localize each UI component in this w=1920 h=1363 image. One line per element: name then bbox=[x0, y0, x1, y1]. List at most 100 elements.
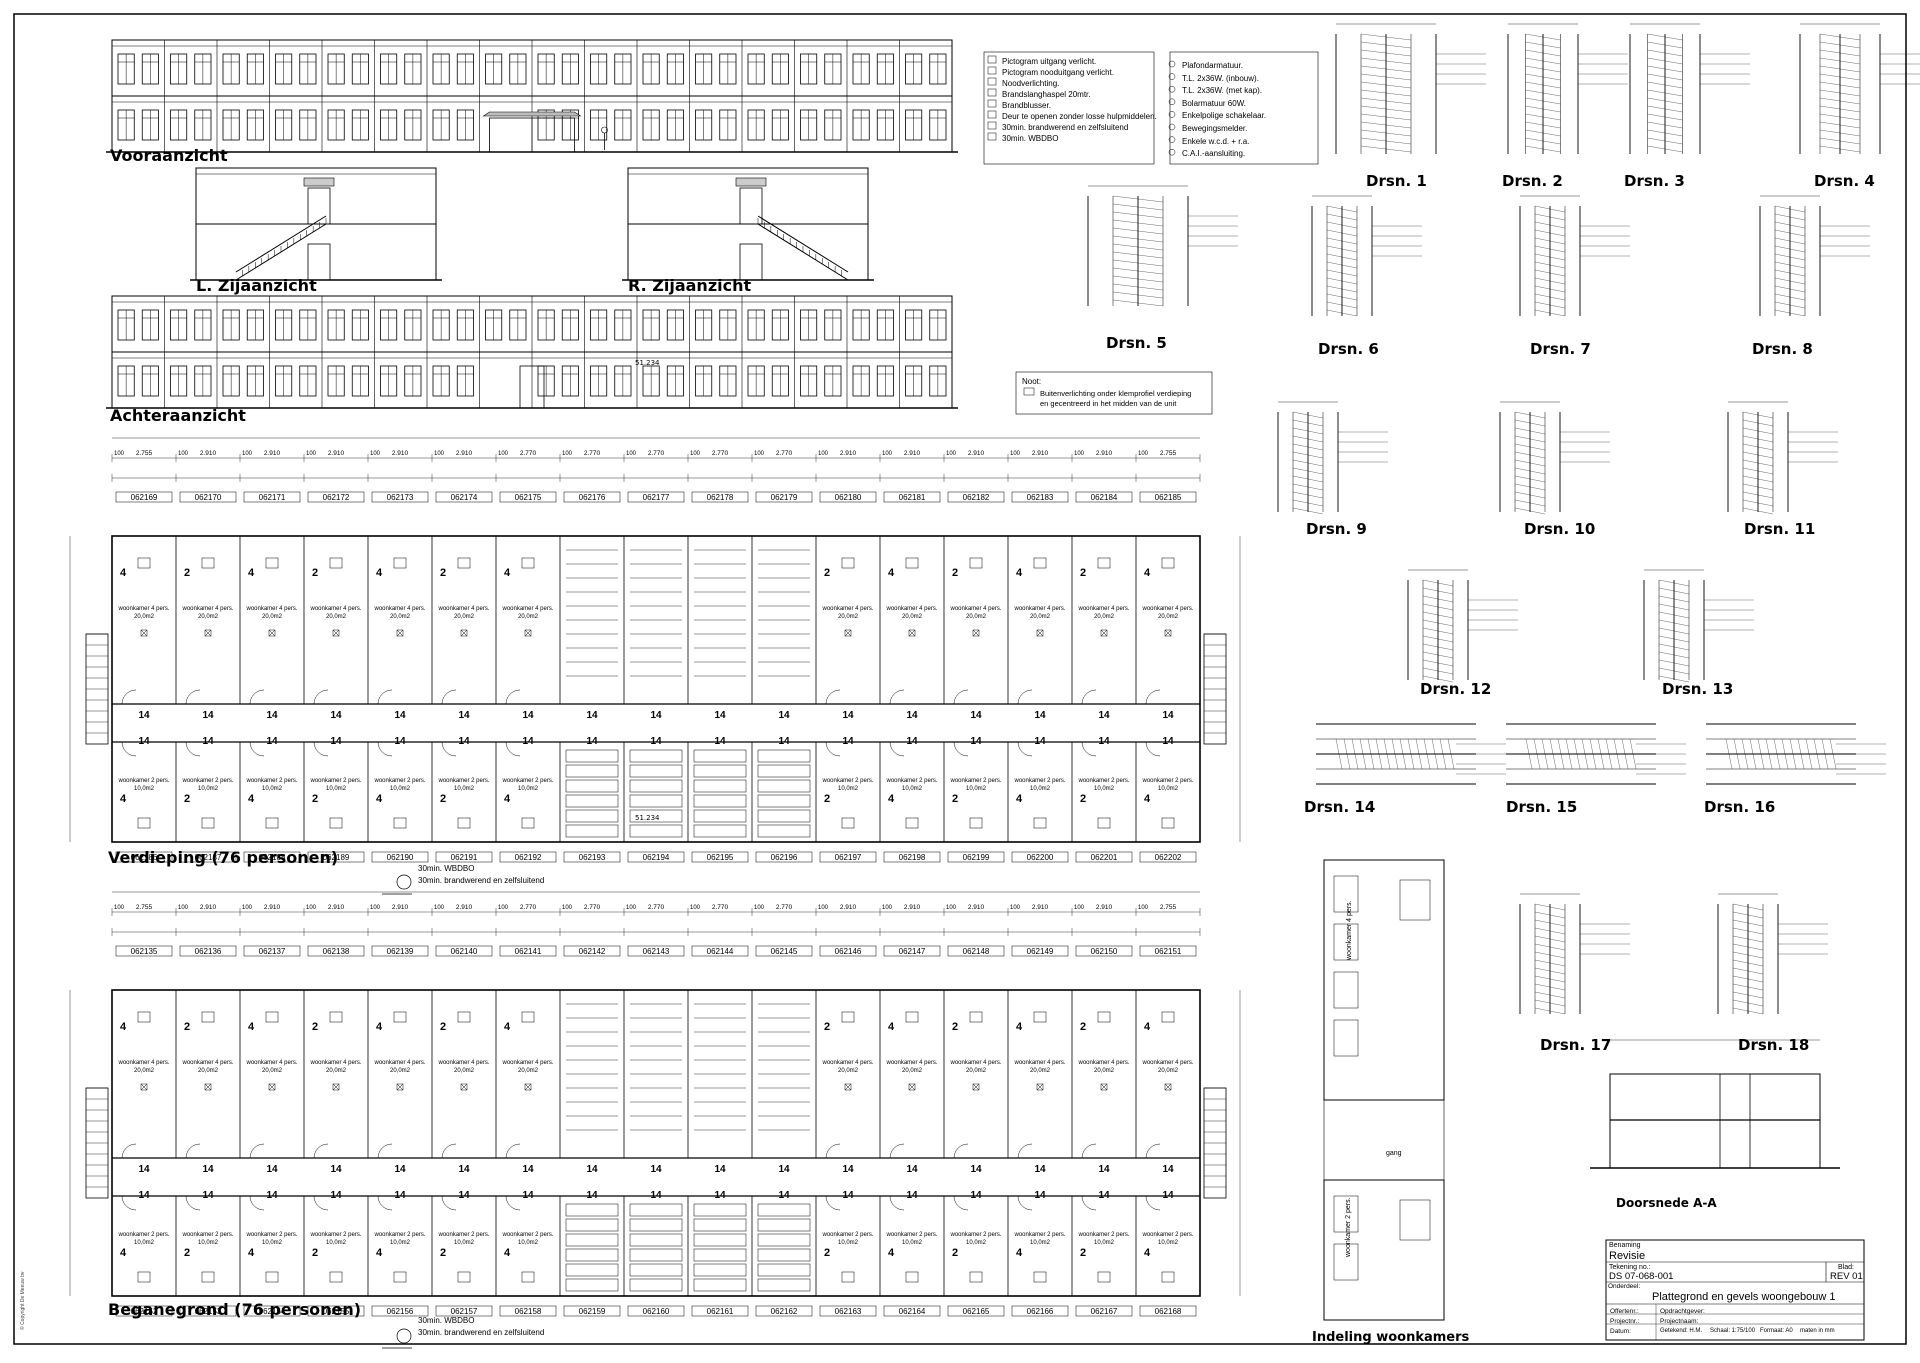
ground-room-occupancy: 2 bbox=[1080, 1021, 1086, 1033]
ground-unit-id-bottom: 062167 bbox=[1091, 1307, 1118, 1316]
upper-corridor-marker: 14 bbox=[906, 736, 918, 747]
upper-unit-id-box bbox=[883, 491, 941, 503]
titleblock: Benaming Revisie Tekening no.: DS 07-068… bbox=[1606, 1240, 1864, 1340]
indeling-table bbox=[1399, 1199, 1431, 1241]
upper-light-fixture bbox=[908, 629, 916, 637]
detail-18 bbox=[1717, 893, 1828, 1015]
detail-insulation-hatch bbox=[1789, 738, 1797, 770]
upper-room-name: woonkamer 4 pers. bbox=[501, 606, 553, 612]
upper-room-occupancy: 2 bbox=[952, 793, 958, 805]
ground-unit-id-box bbox=[243, 945, 301, 957]
upper-sanitary-cubicle bbox=[693, 794, 747, 808]
ground-dim-text: 2.910 bbox=[200, 904, 217, 911]
ground-unit-id-box bbox=[883, 945, 941, 957]
upper-unit-id-box bbox=[435, 491, 493, 503]
detail-label-2: Drsn. 2 bbox=[1502, 172, 1563, 190]
upper-corridor-marker: 14 bbox=[522, 736, 534, 747]
upper-room-number-box bbox=[905, 817, 919, 829]
ground-room-area: 10,0m2 bbox=[454, 1240, 475, 1246]
ground-sanitary-cubicle bbox=[693, 1233, 747, 1247]
ground-corridor-marker: 14 bbox=[330, 1190, 342, 1201]
upper-sanitary-cubicle bbox=[629, 779, 683, 793]
detail-insulation-hatch bbox=[1658, 579, 1690, 587]
ground-room-occupancy: 2 bbox=[440, 1247, 446, 1259]
detail-insulation-hatch bbox=[1292, 419, 1324, 427]
upper-door-arc bbox=[825, 741, 841, 757]
upper-room-occupancy: 2 bbox=[1080, 567, 1086, 579]
upper-light-fixture-box bbox=[204, 629, 212, 637]
ground-room-occupancy: 4 bbox=[1016, 1021, 1023, 1033]
upper-sanitary-cubicle bbox=[565, 779, 619, 793]
upper-room-occupancy: 4 bbox=[504, 567, 511, 579]
tb-offertenr: Offertenr.: bbox=[1610, 1308, 1639, 1315]
ground-light-fixture bbox=[332, 1083, 340, 1091]
upper-door-arc bbox=[1017, 741, 1033, 757]
detail-insulation-hatch bbox=[1605, 738, 1613, 770]
upper-light-fixture-box bbox=[1164, 629, 1172, 637]
ground-light-fixture bbox=[204, 1083, 212, 1091]
upper-corridor-marker: 14 bbox=[266, 710, 278, 721]
ground-room-name: woonkamer 4 pers. bbox=[373, 1060, 425, 1066]
elevations-group bbox=[106, 39, 958, 409]
ground-corridor-marker: 14 bbox=[138, 1164, 150, 1175]
upper-corridor-marker: 14 bbox=[138, 736, 150, 747]
upper-unit-id-box bbox=[371, 491, 429, 503]
upper-corridor-marker: 14 bbox=[1162, 736, 1174, 747]
upper-sanitary-cubicle bbox=[629, 794, 683, 808]
detail-insulation-hatch bbox=[1326, 205, 1358, 213]
detail-insulation-hatch bbox=[1326, 229, 1358, 237]
note-box bbox=[1015, 371, 1213, 415]
ground-corridor-marker: 14 bbox=[458, 1190, 470, 1201]
upper-corridor-marker: 14 bbox=[1034, 710, 1046, 721]
tb-rev: REV 01 bbox=[1830, 1271, 1863, 1282]
upper-room-number-box bbox=[201, 817, 215, 829]
ground-corridor-marker: 14 bbox=[1098, 1164, 1110, 1175]
indeling-bed bbox=[1333, 1243, 1359, 1281]
detail-insulation-hatch bbox=[1525, 129, 1561, 137]
ground-room-number-box bbox=[841, 1011, 855, 1023]
ground-dim-text: 2.755 bbox=[1160, 904, 1177, 911]
upper-door-arc bbox=[953, 741, 969, 757]
ground-sanitary-cubicle bbox=[693, 1248, 747, 1262]
upper-sanitary-cubicle bbox=[693, 749, 747, 763]
ground-room-name: woonkamer 4 pers. bbox=[437, 1060, 489, 1066]
ground-room-number-box bbox=[905, 1271, 919, 1283]
detail-insulation-hatch bbox=[1534, 253, 1566, 261]
upper-unit-id-box bbox=[819, 851, 877, 863]
left-elevation-stair-rail bbox=[235, 215, 327, 273]
detail-insulation-hatch bbox=[1774, 277, 1806, 285]
upper-door-arc bbox=[1145, 741, 1161, 757]
upper-room-area: 10,0m2 bbox=[1158, 786, 1179, 792]
ground-corridor-marker: 14 bbox=[1034, 1164, 1046, 1175]
upper-light-fixture bbox=[1100, 629, 1108, 637]
detail-insulation-hatch bbox=[1765, 738, 1773, 770]
upper-room-number-box bbox=[329, 817, 343, 829]
detail-insulation-hatch bbox=[1557, 738, 1565, 770]
upper-unit-id-box bbox=[307, 491, 365, 503]
upper-door-arc bbox=[1081, 689, 1097, 705]
detail-insulation-hatch bbox=[1774, 221, 1806, 229]
upper-room-number-box bbox=[1161, 557, 1175, 569]
detail-insulation-hatch bbox=[1647, 65, 1683, 73]
upper-unit-id-bottom: 062189 bbox=[323, 853, 350, 862]
upper-dim-text: 2.770 bbox=[648, 450, 665, 457]
ground-room-name: woonkamer 2 pers. bbox=[117, 1232, 169, 1238]
ground-room-occupancy: 4 bbox=[248, 1021, 255, 1033]
upper-unit-id-top: 062176 bbox=[579, 493, 606, 502]
detail-insulation-hatch bbox=[1581, 738, 1589, 770]
ground-room-number-box bbox=[201, 1011, 215, 1023]
upper-room-name: woonkamer 2 pers. bbox=[501, 778, 553, 784]
detail-insulation-hatch bbox=[1326, 245, 1358, 253]
upper-room-number-box bbox=[393, 557, 407, 569]
left-elevation-upper-door bbox=[307, 187, 331, 225]
indeling-room-2p bbox=[1323, 1179, 1445, 1321]
ground-outline bbox=[111, 989, 1201, 1297]
ground-room-number-box bbox=[1097, 1271, 1111, 1283]
upper-room-area: 20,0m2 bbox=[966, 614, 987, 620]
upper-room-number-box bbox=[457, 557, 471, 569]
legend-item-2: Noodverlichting. bbox=[1002, 79, 1060, 88]
upper-unit-id-bottom: 062196 bbox=[771, 853, 798, 862]
detail-insulation-hatch bbox=[1514, 443, 1546, 451]
upper-room-name: woonkamer 2 pers. bbox=[949, 778, 1001, 784]
